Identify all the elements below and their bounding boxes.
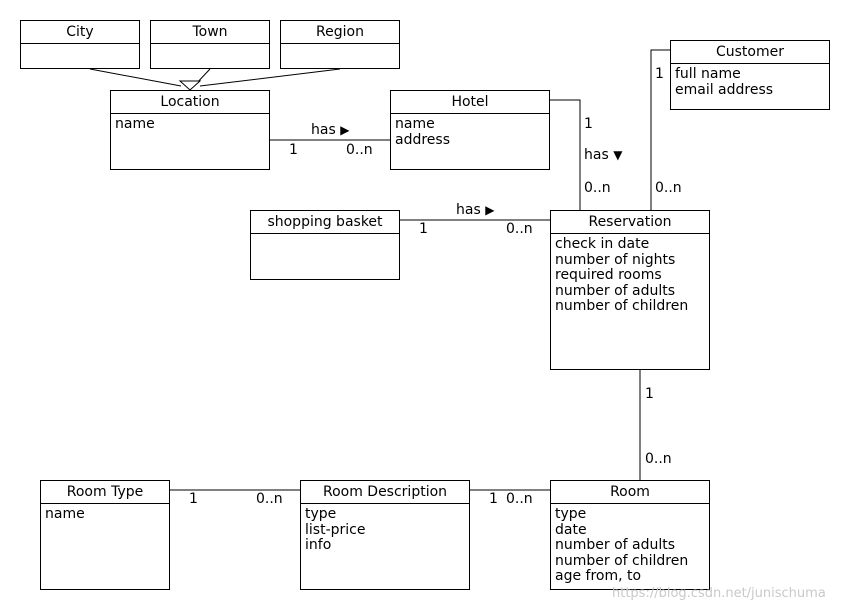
assoc-label-location-hotel: has ▶: [311, 122, 349, 138]
class-customer-attributes: full name email address: [671, 64, 829, 98]
class-room-description: Room Description type list-price info: [300, 480, 470, 590]
attribute: check in date: [555, 236, 650, 252]
attribute: name: [115, 116, 155, 132]
multiplicity-room-description: 1: [489, 491, 498, 507]
multiplicity-reservation-from-customer: 0..n: [655, 180, 682, 196]
class-location: Location name: [110, 90, 270, 170]
class-city-name: City: [21, 21, 139, 44]
class-customer: Customer full name email address: [670, 40, 830, 110]
class-location-name: Location: [111, 91, 269, 114]
class-room-description-attributes: type list-price info: [301, 504, 469, 554]
attribute: number of adults: [555, 537, 676, 553]
generalization-city-line: [89, 68, 182, 87]
multiplicity-location: 1: [289, 142, 298, 158]
class-region: Region: [280, 20, 400, 69]
class-town: Town: [150, 20, 270, 69]
class-town-name: Town: [151, 21, 269, 44]
multiplicity-reservation-from-basket: 0..n: [506, 221, 533, 237]
multiplicity-customer: 1: [655, 66, 664, 82]
attribute: age from, to: [555, 568, 642, 584]
hotel-reservation-line: [550, 99, 581, 210]
class-room-type-name: Room Type: [41, 481, 169, 504]
multiplicity-hotel-side: 1: [584, 116, 593, 132]
multiplicity-basket: 1: [419, 221, 428, 237]
multiplicity-room-description-from-type: 0..n: [256, 491, 283, 507]
attribute: date: [555, 521, 587, 538]
class-reservation-attributes: check in date number of nights required …: [551, 234, 709, 315]
generalization-region-line: [199, 68, 341, 87]
class-room-type-attributes: name: [41, 504, 169, 523]
class-room-attributes: type date number of adults number of chi…: [551, 504, 709, 585]
attribute: number of adults: [555, 282, 676, 299]
class-region-name: Region: [281, 21, 399, 44]
class-location-attributes: name: [111, 114, 269, 133]
class-shopping-basket-name: shopping basket: [251, 211, 399, 234]
attribute: type: [555, 506, 587, 522]
assoc-verb: has: [311, 122, 336, 138]
class-hotel-name: Hotel: [391, 91, 549, 114]
attribute: address: [395, 131, 451, 148]
attribute: number of children: [555, 298, 689, 314]
attribute: full name: [675, 66, 741, 82]
attribute: email address: [675, 81, 774, 98]
assoc-label-basket-reservation: has ▶: [456, 202, 494, 218]
assoc-label-hotel-reservation: has ▼: [584, 147, 622, 163]
class-room: Room type date number of adults number o…: [550, 480, 710, 590]
class-reservation-name: Reservation: [551, 211, 709, 234]
attribute: name: [45, 506, 85, 522]
class-hotel: Hotel name address: [390, 90, 550, 170]
multiplicity-hotel: 0..n: [346, 142, 373, 158]
attribute: number of nights: [555, 251, 676, 268]
multiplicity-room-type: 1: [189, 491, 198, 507]
watermark-text: https://blog.csdn.net/junischuma: [612, 586, 826, 601]
assoc-verb: has: [584, 147, 609, 163]
multiplicity-room-from-reservation: 0..n: [645, 451, 672, 467]
class-hotel-attributes: name address: [391, 114, 549, 148]
class-shopping-basket: shopping basket: [250, 210, 400, 280]
direction-arrow-down-icon: ▼: [613, 148, 623, 162]
class-room-type: Room Type name: [40, 480, 170, 590]
multiplicity-reservation-from-hotel: 0..n: [584, 180, 611, 196]
class-reservation: Reservation check in date number of nigh…: [550, 210, 710, 370]
direction-arrow-right-icon: ▶: [485, 203, 495, 217]
attribute: name: [395, 116, 435, 132]
class-city: City: [20, 20, 140, 69]
assoc-verb: has: [456, 202, 481, 218]
attribute: list-price: [305, 521, 366, 538]
class-customer-name: Customer: [671, 41, 829, 64]
attribute: type: [305, 506, 337, 522]
multiplicity-reservation-to-room: 1: [645, 386, 654, 402]
customer-reservation-line: [650, 49, 670, 210]
attribute: info: [305, 537, 332, 553]
multiplicity-room-from-description: 0..n: [506, 491, 533, 507]
generalization-arrowhead: [178, 80, 202, 91]
attribute: required rooms: [555, 267, 662, 283]
class-room-name: Room: [551, 481, 709, 504]
direction-arrow-right-icon: ▶: [340, 123, 350, 137]
class-room-description-name: Room Description: [301, 481, 469, 504]
attribute: number of children: [555, 552, 689, 569]
